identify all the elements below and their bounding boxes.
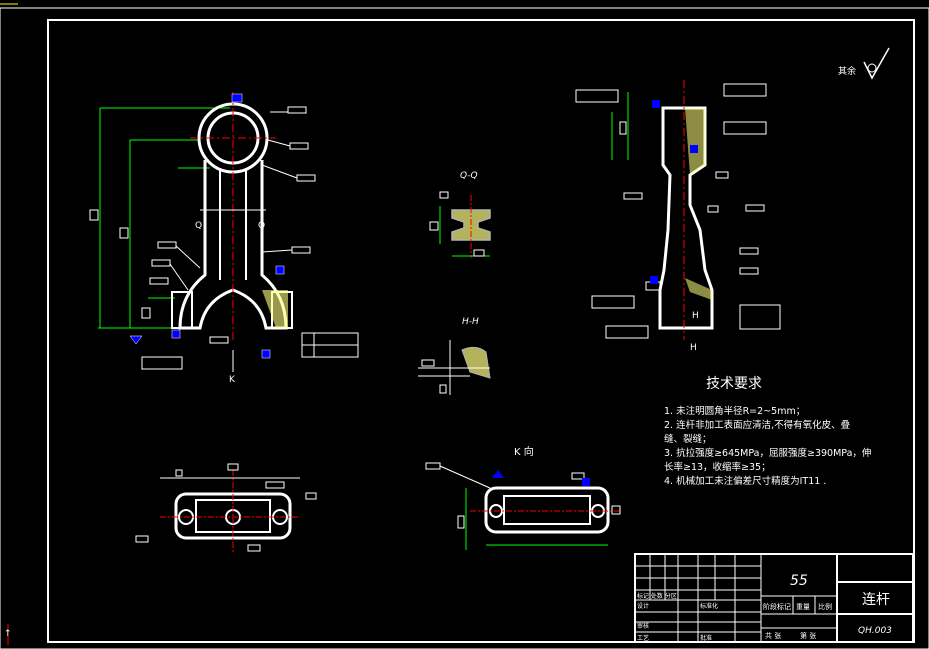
drawing-code: QH.003 (858, 626, 892, 636)
view-mark-h-side: H (692, 311, 699, 321)
section-mark-q-right: Q (258, 221, 265, 231)
sheet-no: 第 张 (800, 631, 816, 640)
view-mark-k: K (229, 375, 236, 385)
front-dimensions (98, 107, 230, 329)
weight-label: 重量 (796, 603, 810, 611)
row-label-mark: 标记 处数 分区 (637, 592, 677, 600)
view-k-label: K 向 (514, 445, 534, 458)
section-hh-label: H-H (462, 317, 479, 327)
side-view: H H (575, 80, 781, 353)
tech-item-3-cont: 长率≥13，收缩率≥35； (664, 461, 771, 473)
row-label-review: 审核 (637, 622, 649, 630)
scale-label: 比例 (818, 602, 832, 611)
stage-label: 阶段标记 (763, 602, 791, 611)
svg-text:其余: 其余 (838, 65, 856, 77)
section-mark-q-left: Q (195, 221, 202, 231)
standardization-label: 标准化 (700, 602, 718, 610)
title-block-number: 55 (790, 573, 808, 589)
section-q-q: Q-Q (429, 171, 491, 258)
row-label-design: 设计 (637, 602, 649, 610)
bottom-view (135, 463, 317, 552)
title-block: 55 连杆 QH.003 阶段标记 重量 比例 共 张 第 张 标记 处数 分区… (634, 553, 914, 643)
section-h-h: H-H (418, 317, 491, 395)
section-qq-label: Q-Q (460, 171, 478, 181)
tech-item-2: 2. 连杆非加工表面应清洁,不得有氧化皮、叠 (664, 419, 850, 431)
part-name: 连杆 (862, 592, 890, 608)
roughness-symbol: 其余 (838, 47, 890, 80)
outer-border (0, 7, 929, 649)
tech-item-4: 4. 机械加工未注偏差尺寸精度为IT11 . (664, 475, 826, 487)
view-mark-h-bottom: H (690, 343, 697, 353)
approve-label: 批准 (700, 634, 712, 642)
tech-item-3: 3. 抗拉强度≥645MPa，屈服强度≥390MPa，伸 (664, 447, 871, 459)
total-sheets: 共 张 (765, 631, 781, 640)
tech-item-1: 1. 未注明圆角半径R=2~5mm； (664, 405, 805, 417)
ucs-arrow-icon: ↑ (4, 629, 12, 639)
row-label-process: 工艺 (637, 634, 649, 642)
tech-item-2-cont: 缝、裂缝； (664, 433, 712, 445)
technical-requirements: 技术要求 1. 未注明圆角半径R=2~5mm； 2. 连杆非加工表面应清洁,不得… (664, 376, 871, 487)
drawing-border (47, 19, 915, 643)
view-k: K 向 (425, 445, 621, 550)
front-view: Q Q K (89, 92, 359, 385)
tech-requirements-title: 技术要求 (706, 376, 762, 392)
